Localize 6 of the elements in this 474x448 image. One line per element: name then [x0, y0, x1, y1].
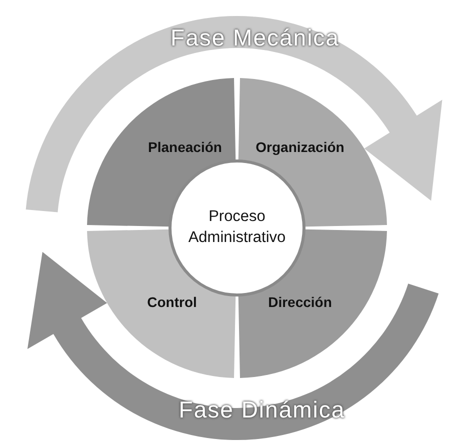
- stage-label: Control: [147, 294, 197, 310]
- phase-label: Fase Mecánica: [170, 24, 340, 52]
- stage-label: Organización: [256, 139, 344, 155]
- stage-label: Dirección: [268, 294, 332, 310]
- stage-label: Proceso Administrativo: [187, 207, 287, 248]
- stage-label: Planeación: [148, 139, 222, 155]
